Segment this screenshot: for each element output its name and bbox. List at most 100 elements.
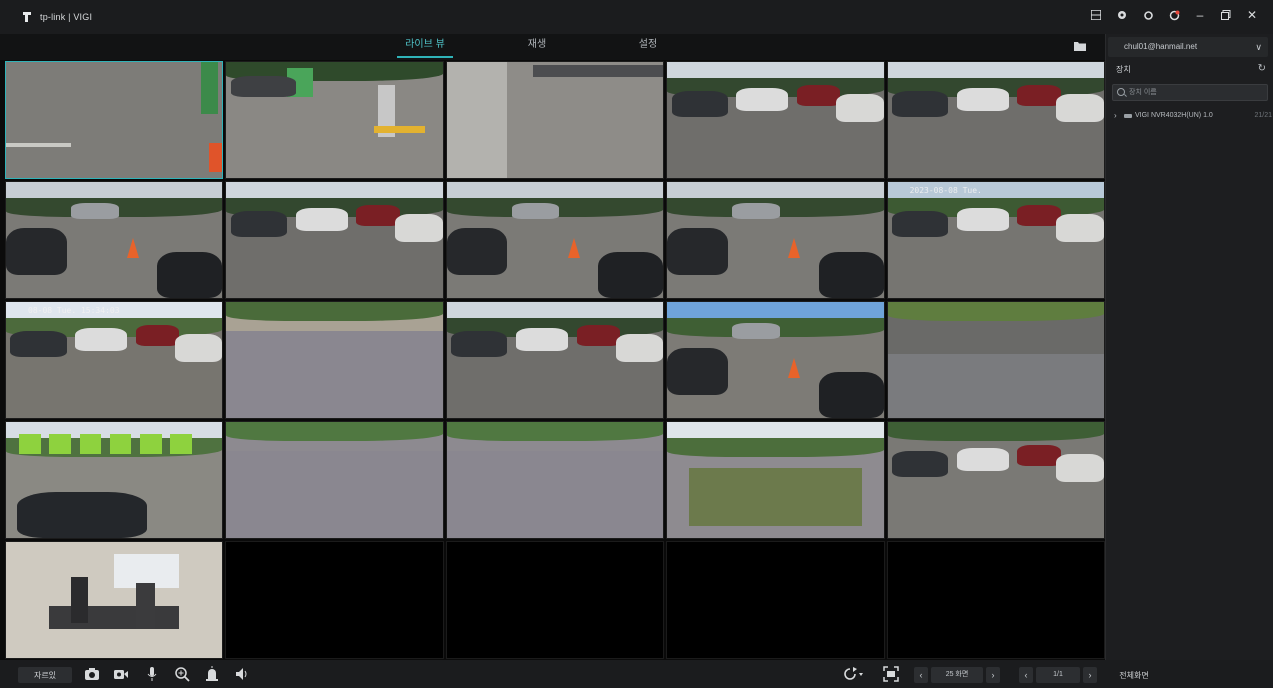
camera-tile[interactable] xyxy=(225,61,444,179)
camera-tile[interactable] xyxy=(445,421,665,539)
notification-icon[interactable] xyxy=(1167,8,1181,22)
camera-tile[interactable] xyxy=(886,301,1105,419)
feed-trees xyxy=(446,422,664,441)
feed-car xyxy=(1056,454,1104,483)
empty-video-tile[interactable] xyxy=(886,541,1105,659)
empty-video-tile[interactable] xyxy=(666,541,885,659)
camera-tile[interactable] xyxy=(445,181,665,299)
camera-tile[interactable] xyxy=(225,421,444,539)
account-dropdown[interactable]: chul01@hanmail.net ∨ xyxy=(1108,37,1268,57)
page-prev-button[interactable]: ‹ xyxy=(1019,667,1033,683)
camera-feed xyxy=(6,542,223,658)
camera-tile[interactable] xyxy=(666,421,885,539)
feed-golf-cart xyxy=(170,433,193,455)
tab-live-view[interactable]: 라이브 뷰 xyxy=(397,38,453,60)
feed-car xyxy=(174,334,223,363)
feed-trees xyxy=(226,302,443,321)
feed-car xyxy=(70,202,119,220)
camera-tile[interactable] xyxy=(5,541,224,659)
fullscreen-button[interactable]: 전체화면 xyxy=(1119,670,1149,680)
feed-trees xyxy=(887,422,1104,441)
feed-gravel xyxy=(226,451,443,538)
camera-feed xyxy=(667,182,884,298)
zoom-icon[interactable] xyxy=(174,666,190,682)
nvr-device-item[interactable]: › VIGI NVR4032H(UN) 1.0 21/21 xyxy=(1110,108,1272,124)
tab-settings[interactable]: 설정 xyxy=(638,39,658,50)
camera-tile[interactable] xyxy=(225,301,444,419)
feed-car xyxy=(1017,205,1061,227)
feed-car xyxy=(511,202,560,220)
layout-prev-button[interactable]: ‹ xyxy=(914,667,928,683)
feed-car xyxy=(818,251,884,298)
settings-gear-icon[interactable] xyxy=(1115,8,1129,22)
fit-screen-icon[interactable] xyxy=(883,666,899,682)
speaker-icon[interactable] xyxy=(234,666,250,682)
empty-video-tile[interactable] xyxy=(445,541,665,659)
camera-tile[interactable] xyxy=(666,181,885,299)
layout-value[interactable]: 25 화면 xyxy=(931,667,983,683)
feed-sky xyxy=(6,182,223,203)
feed-car xyxy=(891,211,949,237)
expand-arrow-icon[interactable]: › xyxy=(1114,111,1117,120)
feed-car xyxy=(598,251,664,298)
camera-feed xyxy=(6,62,223,178)
microphone-icon[interactable] xyxy=(144,666,160,682)
camera-tile[interactable] xyxy=(886,61,1105,179)
refresh-icon[interactable]: ↻ xyxy=(1257,63,1266,74)
video-grid: 2023-08-08 Tue. 08-08 Tue. 15:34:03 xyxy=(5,61,1105,659)
restore-icon[interactable] xyxy=(1219,8,1233,22)
page-next-button[interactable]: › xyxy=(1083,667,1097,683)
feed-gravel xyxy=(226,331,443,418)
folder-icon[interactable] xyxy=(1074,41,1086,51)
camera-tile[interactable] xyxy=(445,301,665,419)
sun-icon[interactable] xyxy=(1141,8,1155,22)
camera-feed xyxy=(667,422,884,538)
stop-all-button[interactable]: 자르있 xyxy=(18,667,72,683)
feed-person xyxy=(70,576,89,624)
feed-car xyxy=(667,228,728,275)
feed-car xyxy=(797,85,841,107)
camera-tile[interactable]: 08-08 Tue. 15:34:03 xyxy=(5,301,224,419)
alarm-icon[interactable] xyxy=(204,666,220,682)
camera-tile[interactable] xyxy=(5,61,224,179)
sequence-icon[interactable] xyxy=(842,666,864,682)
camera-icon[interactable] xyxy=(84,666,100,682)
feed-car xyxy=(736,87,789,111)
feed-car xyxy=(956,87,1009,111)
feed-car xyxy=(891,451,949,477)
feed-car xyxy=(1017,85,1061,107)
feed-gate-post xyxy=(200,62,219,115)
video-record-icon[interactable] xyxy=(113,666,129,682)
camera-tile[interactable] xyxy=(445,61,665,179)
grid-menu-icon[interactable] xyxy=(1089,8,1103,22)
minimize-icon[interactable]: – xyxy=(1196,8,1204,22)
device-sidebar: chul01@hanmail.net ∨ 장치 ↻ 장치 이름 › VIGI N… xyxy=(1105,34,1273,660)
feed-sky xyxy=(226,182,443,203)
layout-next-button[interactable]: › xyxy=(986,667,1000,683)
camera-tile[interactable] xyxy=(886,421,1105,539)
camera-tile[interactable] xyxy=(5,181,224,299)
camera-tile[interactable]: 2023-08-08 Tue. xyxy=(886,181,1105,299)
tab-playback[interactable]: 재생 xyxy=(527,39,547,50)
camera-tile[interactable] xyxy=(5,421,224,539)
camera-tile[interactable] xyxy=(666,301,885,419)
feed-car-roof xyxy=(887,354,1104,418)
camera-tile[interactable] xyxy=(666,61,885,179)
feed-car xyxy=(615,334,664,363)
nvr-channel-count: 21/21 xyxy=(1254,112,1272,119)
camera-tile[interactable] xyxy=(225,181,444,299)
page-selector: ‹ 1/1 › xyxy=(1019,667,1097,683)
close-icon[interactable]: ✕ xyxy=(1246,8,1258,22)
empty-video-tile[interactable] xyxy=(225,541,444,659)
camera-feed xyxy=(6,422,223,538)
camera-feed xyxy=(887,302,1104,418)
app-logo-text: tp-link | VIGI xyxy=(40,12,93,22)
device-search-input[interactable]: 장치 이름 xyxy=(1112,84,1268,101)
feed-sky xyxy=(667,302,884,323)
feed-car xyxy=(576,325,620,347)
chevron-down-icon: ∨ xyxy=(1255,42,1262,52)
feed-car xyxy=(230,211,287,237)
nvr-name: VIGI NVR4032H(UN) 1.0 xyxy=(1135,112,1213,119)
camera-feed xyxy=(226,62,443,178)
page-value: 1/1 xyxy=(1036,667,1080,683)
